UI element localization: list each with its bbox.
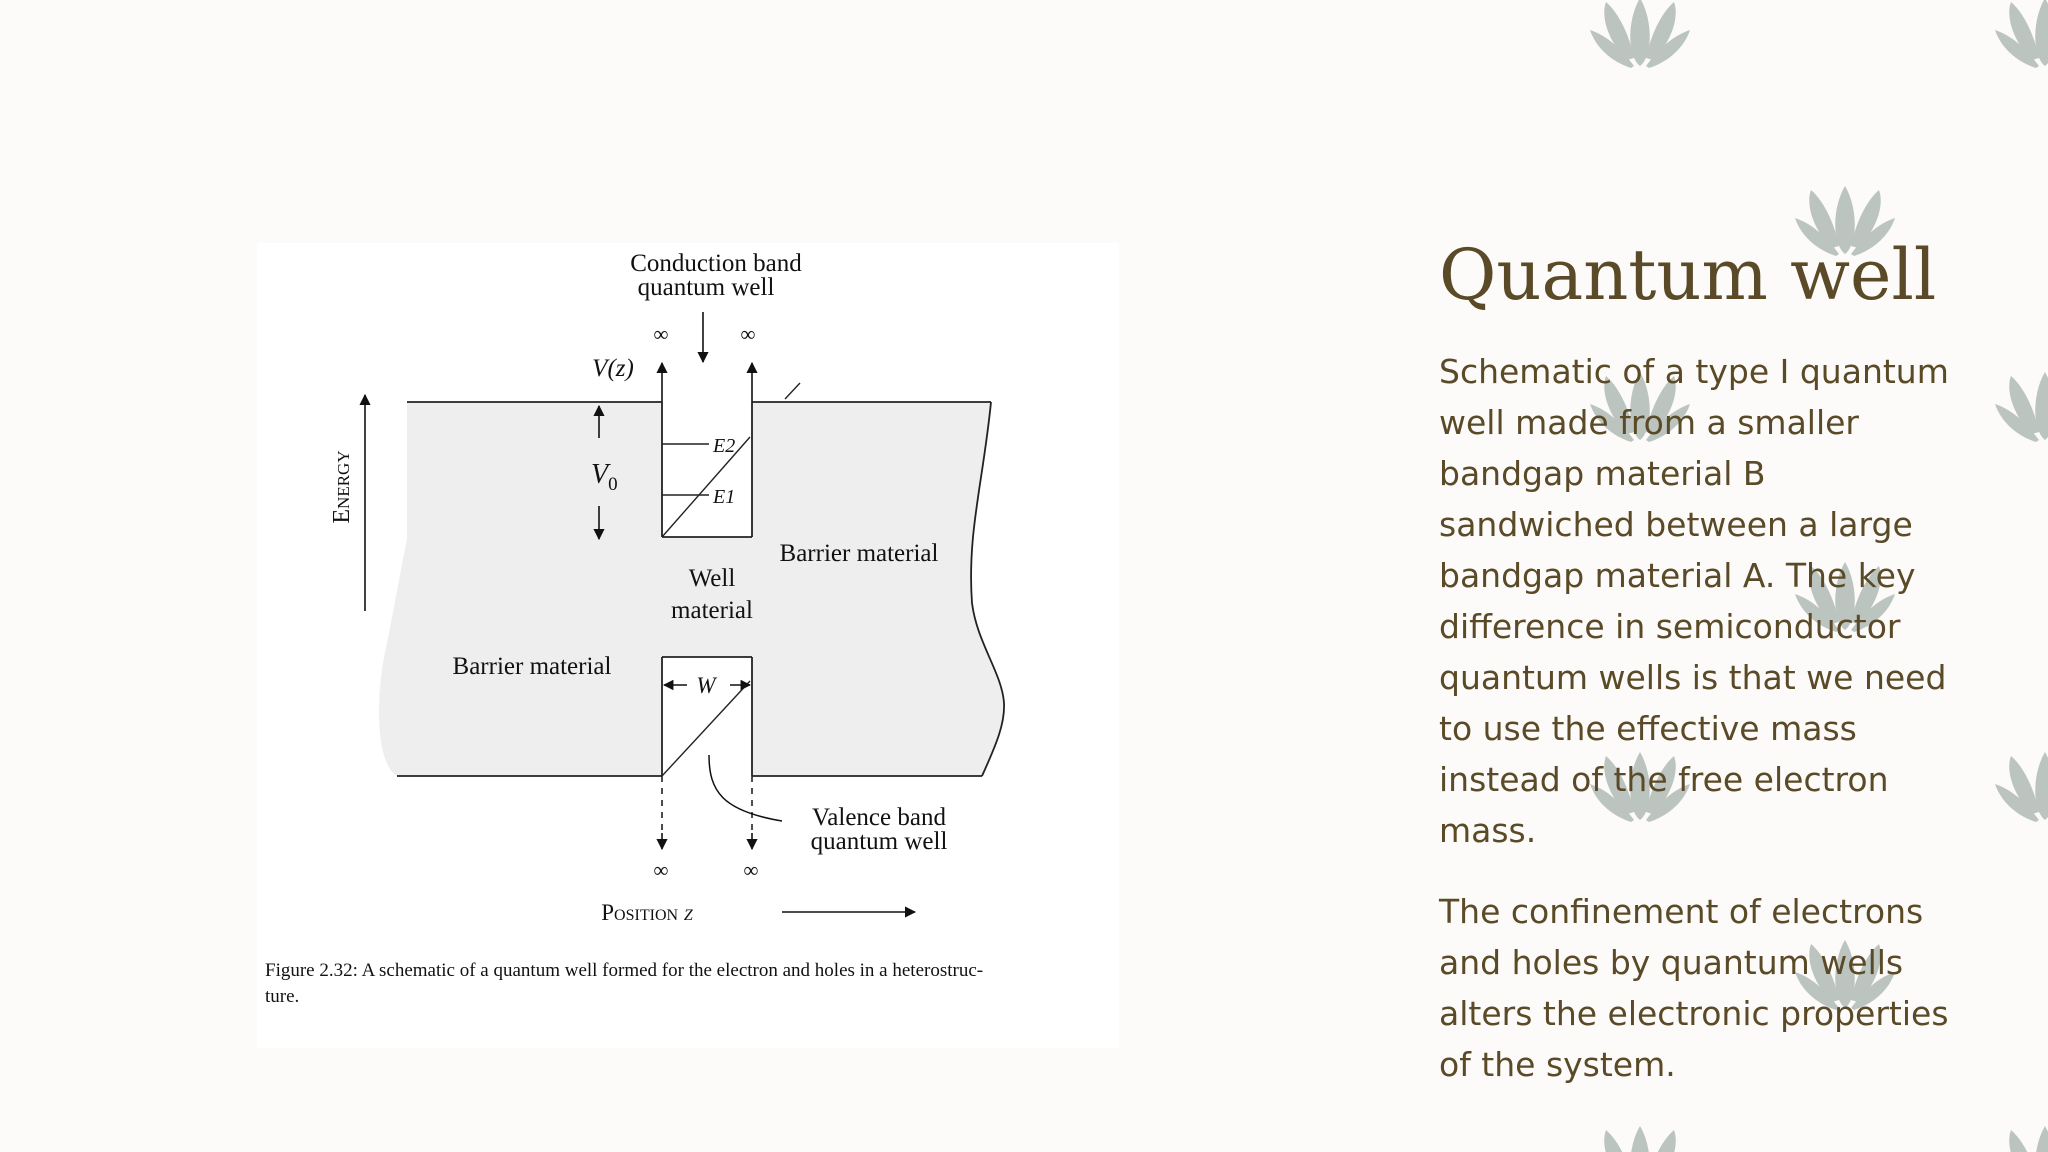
infinity-symbol: ∞ bbox=[744, 858, 759, 882]
band-region bbox=[378, 402, 1005, 776]
leaf-icon bbox=[1995, 372, 2048, 442]
infinity-symbol: ∞ bbox=[741, 322, 756, 346]
e1-level-label: E1 bbox=[712, 486, 735, 508]
v0-label: V0 bbox=[591, 459, 618, 495]
body-paragraph: The confinement of electrons and holes b… bbox=[1439, 892, 1949, 1084]
figure-caption-2: ture. bbox=[265, 986, 299, 1007]
slide-title: Quantum well bbox=[1439, 234, 1937, 316]
conduction-band-label: Conduction band bbox=[630, 250, 802, 277]
conduction-band-label-2: quantum well bbox=[638, 274, 775, 301]
barrier-material-right-label: Barrier material bbox=[780, 540, 939, 567]
leaf-icon bbox=[1590, 1126, 1690, 1152]
figure-caption: Figure 2.32: A schematic of a quantum we… bbox=[265, 960, 983, 981]
well-material-label: Well bbox=[689, 565, 736, 592]
infinity-symbol: ∞ bbox=[654, 322, 669, 346]
leaf-icon bbox=[1995, 752, 2048, 822]
valence-band-label: Valence band bbox=[812, 804, 946, 831]
well-material-label-2: material bbox=[671, 597, 753, 624]
well-width-label: W bbox=[696, 673, 717, 698]
leaf-icon bbox=[1995, 0, 2048, 68]
leaf-icon bbox=[1995, 1126, 2048, 1152]
quantum-well-figure: Conduction band quantum well ∞ ∞ ∞ ∞ V(z… bbox=[257, 243, 1119, 1048]
energy-axis-label: Energy bbox=[329, 450, 355, 523]
vz-label: V(z) bbox=[592, 355, 634, 382]
infinity-symbol: ∞ bbox=[654, 858, 669, 882]
barrier-material-left-label: Barrier material bbox=[453, 653, 612, 680]
slide-body: Schematic of a type I quantum well made … bbox=[1439, 346, 1959, 1120]
leaf-icon bbox=[1590, 0, 1690, 68]
e2-level-label: E2 bbox=[712, 435, 735, 457]
valence-band-label-2: quantum well bbox=[811, 828, 948, 855]
body-paragraph: Schematic of a type I quantum well made … bbox=[1439, 352, 1949, 850]
position-axis-label: Position z bbox=[601, 900, 694, 925]
